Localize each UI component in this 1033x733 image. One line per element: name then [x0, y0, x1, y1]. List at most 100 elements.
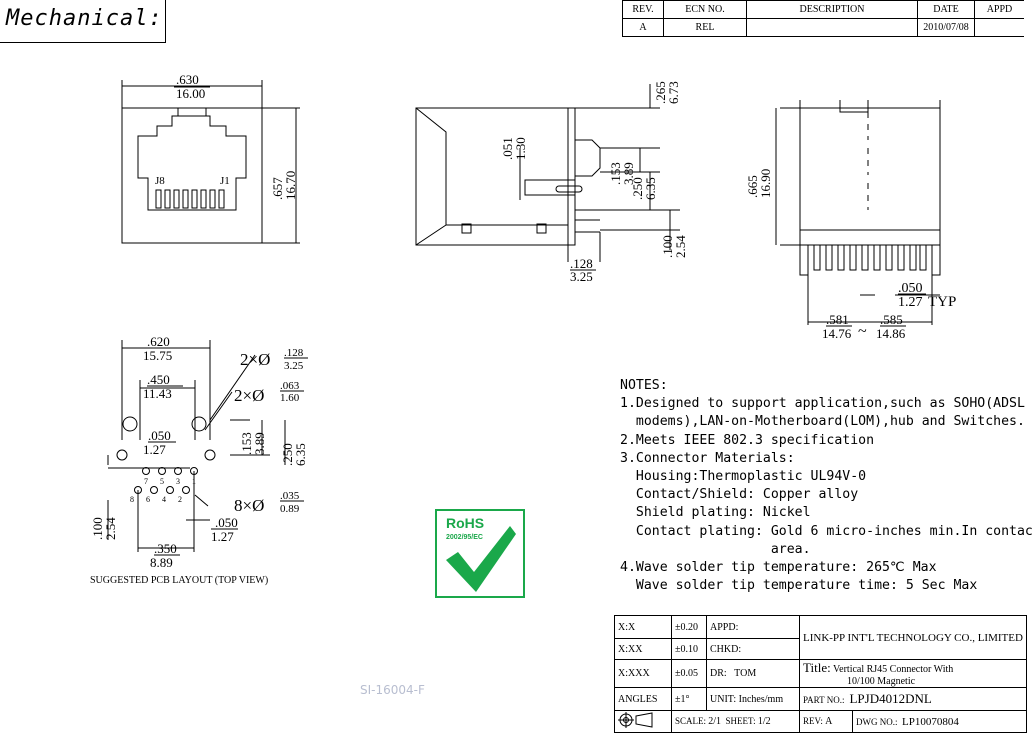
pin-label: 7: [144, 477, 148, 486]
side-d-mm: 3.25: [570, 269, 593, 284]
note-line: 4.Wave solder tip temperature: 265℃ Max: [620, 560, 937, 576]
pcb-hole2-mm: 1.60: [280, 392, 300, 404]
rear-view: [775, 100, 941, 325]
pcb-v2-in: .250: [280, 443, 295, 466]
pcb-v2-mm: 6.35: [293, 443, 308, 466]
check-icon: [446, 526, 516, 592]
pin-label: 5: [160, 477, 164, 486]
notes: NOTES:1.Designed to support application,…: [620, 377, 1033, 595]
pcb-pitch-mm: 1.27: [211, 529, 234, 544]
front-height-mm: 16.70: [283, 171, 298, 200]
pcb-w2-mm: 11.43: [143, 386, 172, 401]
rear-pitch-in: .050: [898, 281, 923, 296]
side-pin-dia-mm: 1.30: [513, 137, 528, 160]
tol-value: ±1°: [671, 687, 707, 711]
side-pin-dia-in: .051: [500, 137, 515, 160]
side-c-in: .100: [660, 235, 675, 258]
pcb-row-in: .100: [90, 517, 105, 540]
side-a-in: .153: [608, 162, 623, 185]
tol-value: ±0.05: [671, 659, 707, 688]
pcb-span-in: .350: [154, 541, 177, 556]
pin-label: 3: [176, 477, 180, 486]
title-label: Title:: [803, 660, 831, 675]
rear-height-mm: 16.90: [758, 169, 773, 198]
rev-cell: REV: A: [799, 710, 853, 733]
revision-table: REV. ECN NO. DESCRIPTION DATE APPD A REL…: [622, 0, 1024, 37]
projection-icon: [618, 712, 653, 728]
section-title-box: [0, 0, 166, 43]
side-top-in: .265: [653, 81, 668, 104]
note-line: Housing:Thermoplastic UL94V-0: [620, 469, 867, 485]
front-height-in: .657: [270, 177, 285, 200]
front-width-in: .630: [176, 72, 199, 87]
section-title: Mechanical:: [6, 6, 163, 31]
pin-right-label: J1: [220, 175, 230, 187]
note-line: Contact/Shield: Copper alloy: [620, 487, 859, 503]
dr-cell: DR: TOM: [706, 659, 800, 688]
note-line: area.: [620, 541, 811, 557]
note-line: Shield plating: Nickel: [620, 505, 811, 521]
pcb-hole1-label: 2×Ø: [240, 350, 270, 369]
pcb-hole3-in: .035: [280, 490, 300, 502]
pcb-row-mm: 2.54: [103, 517, 118, 540]
tol-label: X:XXX: [614, 659, 672, 688]
pcb-v1-in: .153: [239, 432, 254, 455]
rohs-sub: 2002/95/EC: [446, 534, 483, 541]
tol-value: ±0.20: [671, 615, 707, 639]
chkd-label: CHKD:: [706, 638, 800, 660]
part-label: PART NO.:: [803, 695, 845, 705]
part-value: LPJD4012DNL: [849, 691, 932, 706]
pcb-caption: SUGGESTED PCB LAYOUT (TOP VIEW): [90, 575, 269, 586]
pcb-hole3-label: 8×Ø: [234, 496, 264, 515]
rohs-title: RoHS: [446, 515, 484, 531]
pin-label: 2: [178, 495, 182, 504]
side-b-in: .250: [630, 177, 645, 200]
side-d-in: .128: [570, 256, 593, 271]
pcb-hole1-in: .128: [284, 347, 304, 359]
side-c-mm: 2.54: [673, 235, 688, 258]
date-value: 2010/07/08: [917, 18, 975, 37]
sheet-label: SHEET:: [725, 716, 756, 726]
company-name: LINK-PP INT'L TECHNOLOGY CO., LIMITED: [799, 615, 1027, 660]
part-cell: PART NO.: LPJD4012DNL: [799, 687, 1027, 711]
scale-label: SCALE:: [675, 716, 707, 726]
front-width-mm: 16.00: [176, 86, 205, 101]
rear-span1-mm: 14.76: [822, 326, 852, 341]
note-line: modems),LAN-on-Motherboard(LOM),hub and …: [620, 414, 1025, 430]
unit-label: UNIT: Inches/mm: [706, 687, 800, 711]
pcb-hole2-label: 2×Ø: [234, 386, 264, 405]
note-line: Wave solder tip temperature time: 5 Sec …: [620, 578, 978, 594]
pin-label: 1: [192, 477, 196, 486]
pcb-pitch-in: .050: [215, 515, 238, 530]
note-line: Contact plating: Gold 6 micro-inches min…: [620, 523, 1033, 539]
pcb-span-mm: 8.89: [150, 555, 173, 570]
front-view: [121, 80, 300, 244]
pcb-w1-in: .620: [147, 334, 170, 349]
rear-height-in: .665: [745, 175, 760, 198]
pcb-w1-mm: 15.75: [143, 348, 172, 363]
rev-value: A: [622, 18, 664, 37]
side-top-mm: 6.73: [666, 81, 681, 104]
side-a-mm: 3.89: [621, 162, 636, 185]
doc-id: SI-16004-F: [360, 683, 425, 697]
pin-label: 6: [146, 495, 150, 504]
note-line: 3.Connector Materials:: [620, 450, 795, 466]
pcb-hole3-mm: 0.89: [280, 503, 300, 515]
note-line: 2.Meets IEEE 802.3 specification: [620, 432, 875, 448]
pcb-w2-in: .450: [147, 372, 170, 387]
pcb-layout-view: [107, 340, 286, 552]
pcb-hole2-in: .063: [280, 380, 300, 392]
pcb-off-mm: 1.27: [143, 442, 166, 457]
rev-label: REV:: [803, 716, 823, 726]
title-value: Vertical RJ45 Connector With: [833, 664, 954, 675]
tol-label: ANGLES: [614, 687, 672, 711]
rear-pitch-suffix: TYP: [928, 294, 956, 310]
rev-value-block: A: [825, 716, 833, 727]
rear-span2-in: .585: [880, 312, 903, 327]
rear-pitch-mm: 1.27: [898, 295, 923, 310]
sheet-value: 1/2: [757, 716, 771, 727]
pcb-v1-mm: 3.89: [252, 432, 267, 455]
rear-span1-in: .581: [826, 312, 849, 327]
notes-heading: NOTES:: [620, 378, 668, 393]
